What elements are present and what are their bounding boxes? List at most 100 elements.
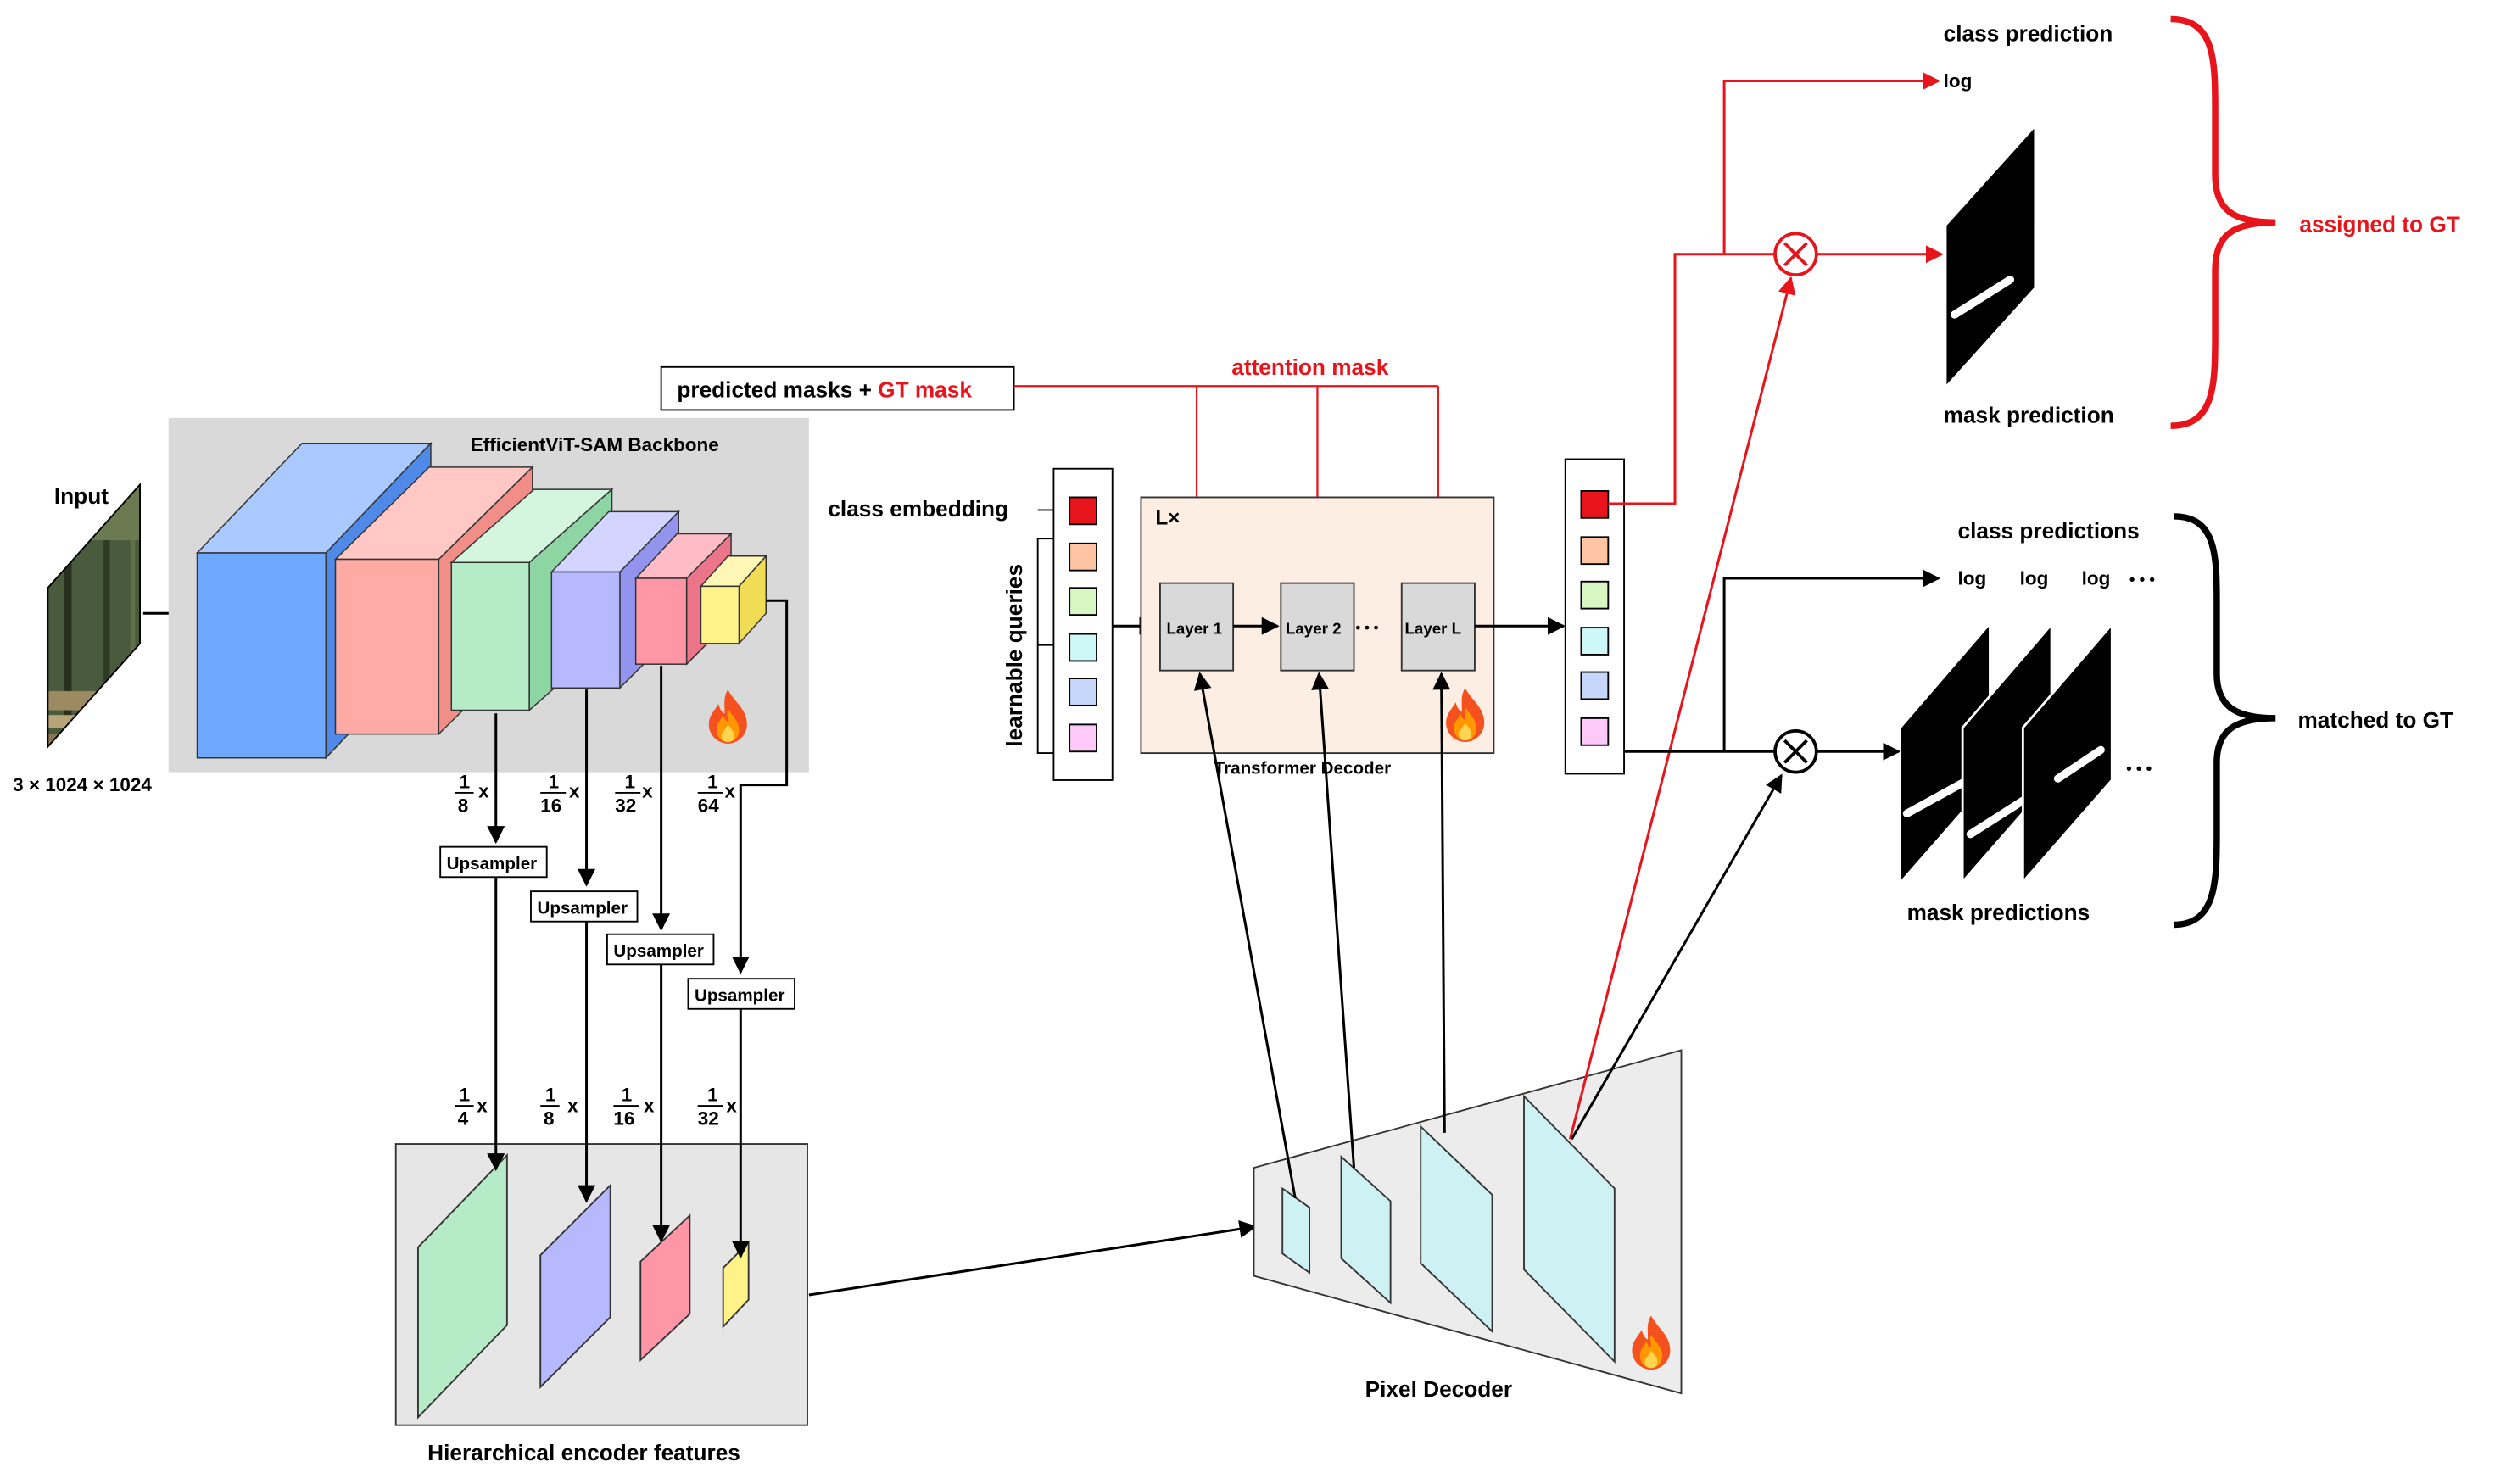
encoder-feature-3	[639, 1213, 691, 1363]
svg-text:1: 1	[460, 771, 471, 792]
svg-text:Layer 1: Layer 1	[1166, 620, 1222, 638]
pixel-decoder-layer-4	[1523, 1094, 1616, 1364]
svg-text:16: 16	[613, 1108, 634, 1130]
transformer-layer-2: Layer 2	[1280, 582, 1355, 672]
svg-text:Upsampler: Upsampler	[537, 898, 628, 918]
scale-top-3: 1 32 x	[615, 771, 653, 816]
transformer-layer-L: Layer L	[1400, 582, 1476, 672]
svg-text:Upsampler: Upsampler	[447, 854, 538, 873]
query-token-1	[1069, 542, 1097, 572]
backbone-block-6	[699, 554, 767, 645]
query-token-5	[1069, 723, 1097, 753]
scale-top-4: 1 64 x	[697, 771, 736, 816]
query-token-3	[1069, 633, 1097, 662]
svg-text:1: 1	[707, 771, 718, 792]
mask-predictions-dots: • • •	[2126, 759, 2152, 777]
svg-text:4: 4	[458, 1108, 469, 1130]
svg-text:x: x	[726, 1096, 737, 1117]
mask-prediction-3	[2021, 621, 2113, 885]
class-prediction-label: class prediction	[1944, 21, 2113, 47]
black-branch-lines	[1570, 569, 1941, 1141]
upsampler-3: Upsampler	[606, 933, 715, 966]
upsampler-2: Upsampler	[530, 890, 639, 923]
scale-bottom-4: 1 32 x	[697, 1084, 737, 1130]
encoder-feature-2	[539, 1183, 611, 1389]
encoder-to-pixel-decoder-arrow	[808, 1219, 1258, 1297]
svg-text:32: 32	[615, 795, 636, 816]
svg-text:8: 8	[458, 795, 468, 816]
upsampler-1: Upsampler	[439, 845, 548, 879]
backbone-title: EfficientViT-SAM Backbone	[471, 434, 719, 455]
svg-text:1: 1	[707, 1084, 718, 1105]
svg-text:32: 32	[698, 1108, 719, 1130]
query-token-class	[1069, 496, 1097, 526]
predicted-masks-box	[660, 365, 1015, 411]
learnable-queries-bracket	[1036, 538, 1054, 755]
pixel-decoder-layer-2	[1340, 1154, 1392, 1305]
pixel-decoder-layer-3	[1420, 1124, 1493, 1334]
output-token-class	[1580, 490, 1610, 519]
mask-prediction-single	[1946, 128, 2035, 385]
pixel-decoder-title: Pixel Decoder	[1365, 1376, 1512, 1402]
class-predictions-log-1: log	[1958, 568, 1987, 589]
query-token-2	[1069, 587, 1097, 616]
matched-to-gt-label: matched to GT	[2297, 707, 2453, 733]
class-predictions-log-3: log	[2082, 568, 2111, 589]
svg-text:1: 1	[625, 771, 636, 792]
svg-text:8: 8	[544, 1108, 554, 1130]
transformer-layer-1: Layer 1	[1159, 582, 1235, 672]
svg-text:1: 1	[460, 1084, 471, 1105]
red-branch-lines	[1568, 72, 1944, 1140]
transformer-repeat-label: L×	[1155, 506, 1180, 529]
svg-text:16: 16	[540, 795, 561, 816]
upsampler-to-feature-arrows	[487, 877, 750, 1259]
output-token-4	[1580, 671, 1610, 700]
svg-text:Upsampler: Upsampler	[613, 941, 704, 961]
svg-text:x: x	[478, 781, 489, 802]
scale-bottom-2: 1 8 x	[540, 1084, 578, 1130]
input-image-thumbnail	[47, 483, 141, 750]
output-token-3	[1580, 627, 1610, 656]
class-prediction-log: log	[1944, 70, 1973, 92]
attention-mask-label: attention mask	[1231, 354, 1388, 380]
input-title: Input	[54, 483, 109, 509]
svg-text:x: x	[567, 1096, 578, 1117]
svg-text:1: 1	[549, 771, 560, 792]
assigned-brace	[2170, 15, 2276, 429]
encoder-features-title: Hierarchical encoder features	[427, 1440, 740, 1465]
output-token-2	[1580, 580, 1610, 610]
svg-text:x: x	[725, 781, 736, 802]
output-token-1	[1580, 536, 1610, 566]
scale-top-2: 1 16 x	[540, 771, 580, 816]
predicted-masks-label: predicted masks + GT mask	[677, 377, 972, 402]
svg-text:x: x	[642, 781, 653, 802]
backbone-to-upsampler-arrows	[487, 599, 789, 974]
class-embedding-label: class embedding	[828, 496, 1008, 522]
query-token-4	[1069, 678, 1097, 706]
pixel-to-layers-arrows	[1193, 672, 1451, 1199]
mask-prediction-label: mask prediction	[1944, 402, 2114, 427]
input-dims: 3 × 1024 × 1024	[13, 774, 152, 795]
matched-brace	[2174, 513, 2276, 929]
mask-predictions-label: mask predictions	[1907, 900, 2090, 925]
class-predictions-label: class predictions	[1958, 518, 2140, 544]
svg-text:64: 64	[698, 795, 719, 816]
svg-text:Layer 2: Layer 2	[1286, 620, 1342, 638]
upsampler-4: Upsampler	[687, 978, 795, 1010]
black-multiply-icon	[1773, 729, 1818, 774]
svg-text:Upsampler: Upsampler	[695, 985, 785, 1005]
output-token-5	[1580, 717, 1610, 746]
svg-text:1: 1	[545, 1084, 555, 1105]
learnable-queries-label: learnable queries	[1002, 564, 1027, 747]
svg-text:x: x	[477, 1096, 488, 1117]
transformer-title: Transformer Decoder	[1214, 758, 1391, 778]
transformer-dots: • • •	[1355, 620, 1378, 636]
encoder-feature-1	[417, 1152, 508, 1420]
scale-bottom-3: 1 16 x	[613, 1084, 655, 1130]
class-predictions-dots: • • •	[2129, 571, 2155, 589]
svg-text:1: 1	[622, 1084, 633, 1105]
scale-bottom-1: 1 4 x	[455, 1084, 488, 1130]
svg-text:x: x	[644, 1096, 655, 1117]
svg-text:Layer L: Layer L	[1404, 620, 1461, 638]
